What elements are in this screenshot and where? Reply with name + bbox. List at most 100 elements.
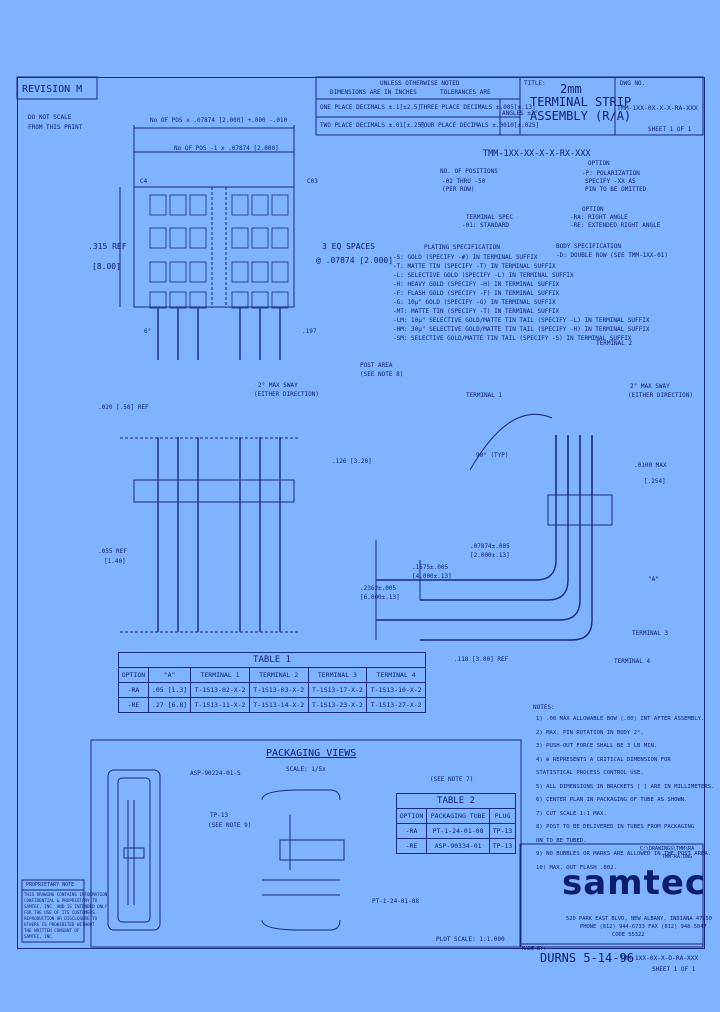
packaging-title: PACKAGING VIEWS [266,748,357,759]
tolerance-three: THREE PLACE DECIMALS ±.005[±.13] [420,104,536,111]
label-sway-4: (EITHER DIRECTION) [628,392,694,399]
packaging-tp-note: (SEE NOTE 9) [208,822,252,829]
company-path-2: TMM-RA.DWG [662,854,693,860]
notes-list: 1) .00 MAX ALLOWABLE BOW (.00) INT AFTER… [536,716,715,878]
table-2-header: OPTION [395,808,428,824]
table-cell: T-1S13-11-X-2 [190,697,250,713]
dwg-label: DWG NO. [620,80,646,87]
table-row: -RA .05 [1.3] T-1S13-02-X-2 T-1S13-03-X-… [118,682,426,698]
proprietary-line: FOR THE USE OF ITS CUSTOMERS. [24,910,98,915]
plating-title: PLATING SPECIFICATION [424,244,500,251]
dim-055-mm: [1.40] [104,558,126,565]
title-label: TITLE: [524,80,546,87]
plating-9: -SM: SELECTIVE GOLD/MATTE TIN TAIL (SPEC… [393,335,632,342]
dim-315: .315 REF [88,242,127,251]
company-address: 520 PARK EAST BLVD, NEW ALBANY, INDIANA … [566,916,713,922]
table-row: -RE ASP-90334-01 TP-13 [395,838,516,854]
table-row: -RA PT-1-24-01-08 TP-13 [395,823,516,839]
packaging-pt: PT-1-24-01-08 [372,898,419,905]
positions-title: NO. OF POSITIONS [440,168,498,175]
body-a: -D: DOUBLE ROW (SEE TMM-1XX-01) [556,252,668,259]
table-1-header: TERMINAL 1 [190,667,250,683]
dim-197: .197 [302,328,317,335]
company-path-1: C:\DRAWINGS\TMM\RA [640,846,695,852]
label-90deg: 90° (TYP) [476,452,509,459]
label-118: .118 [3.00] REF [454,656,509,663]
part-number: TMM-1XX-XX-X-X-RX-XXX [483,149,591,159]
positions-row: (PER ROW) [442,186,475,193]
no-scale-line-1: DO NOT SCALE [28,114,72,121]
tolerance-sub-b: TOLERANCES ARE [440,89,491,96]
dim-sway: 2° MAX SWAY [258,382,298,389]
proprietary-line: OTHERS IS PROHIBITED WITHOUT [24,922,95,927]
table-1-header: "A" [147,667,192,683]
dim-315-mm: [8.00] [92,262,121,271]
footer-sheet: SHEET 1 OF 1 [652,966,696,973]
dim-post-area: POST AREA [360,362,393,369]
body-title: BODY SPECIFICATION [556,243,622,250]
label-2362: .2362±.005 [360,585,397,592]
label-1575-mm: [4.000±.13] [412,573,452,580]
label-0100: .0100 MAX [634,462,667,469]
table-2-header: PACKAGING TUBE [426,808,491,824]
note-item: 1) .00 MAX ALLOWABLE BOW (.00) INT AFTER… [536,716,705,722]
table-1-header: TERMINAL 3 [307,667,368,683]
tolerance-sub-a: DIMENSIONS ARE IN INCHES [330,89,417,96]
table-1: TABLE 1 OPTION "A" TERMINAL 1 TERMINAL 2… [118,652,426,713]
label-2362-mm: [6.000±.13] [360,594,400,601]
dim-eq-spaces: 3 EQ SPACES [322,242,375,251]
footer-dwg-number: TMM-1XX-0X-X-D-RA-XXX [620,955,699,962]
table-cell: TP-13 [489,838,516,854]
plating-8: -HM: 30μ" SELECTIVE GOLD/MATTE TIN TAIL … [393,326,650,333]
label-terminal-2: TERMINAL 2 [596,340,633,347]
table-cell: -RA [395,823,428,839]
dim-eq-pitch: @ .07874 [2.000] [316,256,394,265]
note-item: 10) MAX. OUT FLASH .002. [536,864,617,871]
option-pol-sub: SPECIFY -XX AS [585,178,636,185]
dim-c3: C03 [307,178,318,185]
table-cell: T-1S13-14-X-2 [248,697,309,713]
made-by-label: MADE BY: [522,946,547,952]
packaging-asp: ASP-90224-01-S [190,770,241,777]
company-code: CODE 55322 [612,932,645,938]
label-sway-3: 2° MAX SWAY [630,383,670,390]
option-pol-sub2: PIN TO BE OMITTED [585,186,647,193]
table-cell: -RA [118,682,149,698]
plot-scale: PLOT SCALE: 1:1.000 [436,936,505,943]
table-1-header: TERMINAL 2 [248,667,309,683]
table-cell: T-1S13-02-X-2 [190,682,250,698]
table-1-header: OPTION [118,667,149,683]
proprietary-line: REPRODUCTION OR DISCLOSURE TO [24,916,98,921]
label-a: "A" [648,576,659,583]
label-0100-mm: [.254] [644,478,666,485]
option-title: OPTION [588,160,610,167]
dim-055: .055 REF [98,548,127,555]
table-cell: .05 [1.3] [147,682,192,698]
packaging-tp: TP-13 [210,812,229,819]
dwg-number: TMM-1XX-0X-X-X-RA-XXX [617,104,698,112]
plating-1: -T: MATTE TIN (SPECIFY -T) IN TERMINAL S… [393,263,556,270]
terminal-a: -01: STANDARD [462,222,509,229]
title-line-1: 2mm [560,82,582,96]
option2-title: OPTION [582,206,604,213]
title-line-3: ASSEMBLY (R/A) [530,109,632,123]
option2-a: -RA: RIGHT ANGLE [570,214,628,221]
plating-2: -L: SELECTIVE GOLD (SPECIFY -L) IN TERMI… [393,272,574,279]
note-item: 8) POST TO BE DELIVERED IN TUBES FROM PA… [536,824,695,830]
dim-pos-b: No OF POS -1 x .07874 [2.000] [174,145,279,152]
title-line-2: TERMINAL STRIP [530,95,632,109]
note-item: 6) CENTER PLAN IN PACKAGING OF TUBE AS S… [536,797,688,803]
tolerance-four: FOUR PLACE DECIMALS ±.0010[±.025] [420,122,540,129]
note-item: 4) ⊕ REPRESENTS A CRITICAL DIMENSION FOR [536,756,671,763]
tolerance-two: TWO PLACE DECIMALS ±.01[±.25] [320,122,425,129]
note-item: 5) ALL DIMENSIONS IN BRACKETS [ ] ARE IN… [536,783,715,790]
note-item: 3) PUSH-OUT FORCE SHALL BE 3 LB MIN. [536,743,658,749]
proprietary-title: PROPRIETARY NOTE [26,882,75,888]
note-item: 7) CUT SCALE 1:1 MAX. [536,810,607,817]
table-cell: T-1S13-23-X-2 [307,697,368,713]
dim-sway-2: (EITHER DIRECTION) [254,391,320,398]
note-item: 2) MAX. PIN ROTATION IN BODY 2°. [536,729,644,736]
positions-range: -02 THRU -50 [442,178,486,185]
samtec-logo: samtec [562,863,707,903]
